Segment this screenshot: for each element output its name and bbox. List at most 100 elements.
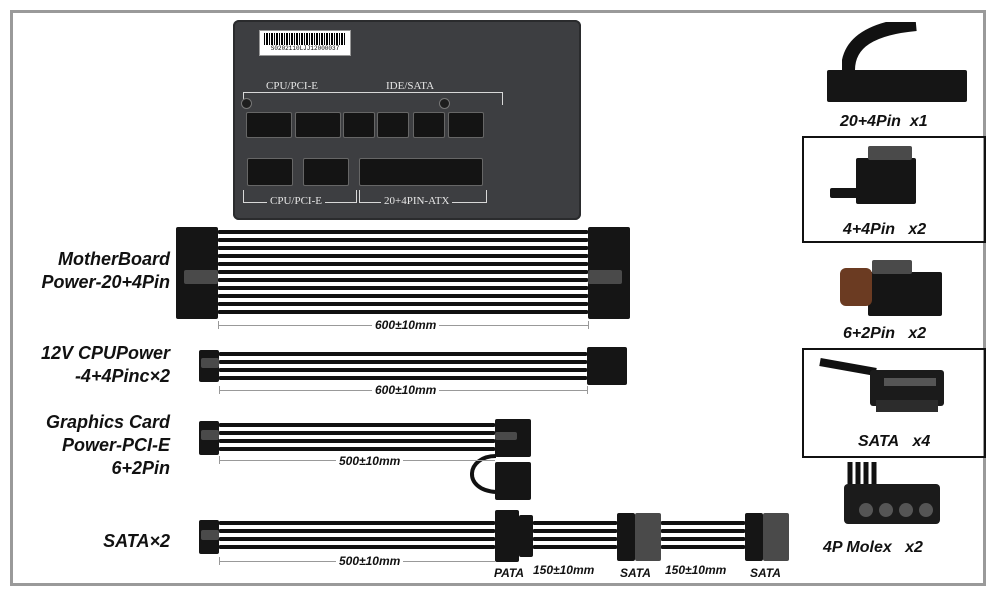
wire-bundle-icon [840, 268, 872, 306]
connector-name: 4P Molex [823, 539, 892, 556]
wire [219, 431, 495, 435]
motherboard-length: 600±10mm [372, 318, 440, 332]
connector-sata-1 [617, 513, 635, 561]
wire [218, 254, 588, 258]
label-cpu-pcie-bottom: CPU/PCI-E [267, 195, 325, 207]
label-line: 12V CPUPower [40, 343, 170, 363]
cable-label-motherboard: MotherBoard Power-20+4Pin [10, 248, 170, 294]
label-molex: 4P Molex x2 [823, 539, 923, 557]
connector-wire [830, 188, 860, 198]
port-sata-3 [413, 112, 445, 138]
screw-icon [439, 98, 450, 109]
cable-label-sata: SATA×2 [10, 530, 170, 553]
cpu-length: 600±10mm [372, 383, 440, 397]
pata-label: PATA [494, 566, 524, 580]
wire [219, 545, 495, 549]
connector-qty: x2 [905, 539, 923, 556]
molex-connector-icon [844, 462, 940, 524]
connector-latch [868, 146, 912, 160]
connector-name: 6+2Pin [843, 325, 896, 342]
dimension-tick [219, 557, 220, 565]
connector-latch [588, 270, 622, 284]
connector-latch [184, 270, 218, 284]
connector-20-4pin-icon [827, 70, 967, 102]
label-cpu-pcie-top: CPU/PCI-E [263, 80, 321, 92]
wire [533, 537, 617, 541]
port-cpu-pcie-1 [246, 112, 292, 138]
cable-label-cpu: 12V CPUPower -4+4Pinc×2 [10, 342, 170, 388]
connector-4-4pin-icon [856, 158, 916, 204]
wire [219, 352, 587, 356]
wire [219, 360, 587, 364]
connector-sata-2-body [763, 513, 789, 561]
wire [218, 270, 588, 274]
port-sata-4 [448, 112, 484, 138]
wire [219, 376, 587, 380]
wire [661, 545, 745, 549]
connector-pata-housing [519, 515, 533, 557]
label-line: Graphics Card [45, 412, 170, 432]
port-cpu-pcie-3 [247, 158, 293, 186]
wire [218, 286, 588, 290]
wire [533, 545, 617, 549]
wire [218, 246, 588, 250]
label-line: MotherBoard [58, 249, 170, 269]
box-sata [802, 348, 986, 458]
connector-qty: x2 [908, 221, 927, 238]
wire [533, 529, 617, 533]
dimension-tick [218, 321, 219, 329]
wire [219, 439, 495, 443]
connector-latch [872, 260, 912, 274]
barcode-number: S0202110LJJ12000037 [270, 45, 340, 52]
connector-latch [495, 432, 517, 440]
image-frame [10, 10, 986, 586]
connector-pcie-2pin [495, 462, 531, 500]
connector-sata-1-body [635, 513, 661, 561]
port-cpu-pcie-4 [303, 158, 349, 186]
wire [218, 230, 588, 234]
connector-sata-2 [745, 513, 763, 561]
sata-connector-icon [819, 358, 944, 412]
port-atx-24pin [359, 158, 483, 186]
label-20-4pin: 20+4Pin x1 [840, 113, 928, 131]
connector-name: 4+4Pin [843, 221, 896, 238]
barcode-sticker: S0202110LJJ12000037 [259, 30, 351, 56]
dimension-tick [219, 456, 220, 464]
wire [218, 278, 588, 282]
wire [218, 294, 588, 298]
connector-qty: x1 [909, 113, 928, 130]
psu-modular-panel: S0202110LJJ12000037 CPU/PCI-E IDE/SATA C… [233, 20, 581, 220]
port-cpu-pcie-2 [295, 112, 341, 138]
wire [219, 368, 587, 372]
connector-pata [495, 510, 519, 562]
wire [219, 529, 495, 533]
top-bracket [243, 92, 503, 105]
dimension-tick [588, 321, 589, 329]
connector-qty: x2 [908, 325, 927, 342]
connector-right [587, 347, 627, 385]
cable-label-graphics: Graphics Card Power-PCI-E 6+2Pin [10, 411, 170, 480]
dimension-tick [219, 386, 220, 394]
label-line: -4+4Pinc×2 [74, 366, 170, 386]
connector-6-2pin-icon [868, 272, 942, 316]
connector-latch [201, 530, 219, 540]
wire [219, 521, 495, 525]
sata-1-label: SATA [620, 566, 651, 580]
wire [533, 521, 617, 525]
screw-icon [241, 98, 252, 109]
sata-2-label: SATA [750, 566, 781, 580]
sata-segment-1-length: 150±10mm [533, 563, 595, 577]
label-sata: SATA x4 [858, 433, 930, 451]
wire [218, 310, 588, 314]
sata-length: 500±10mm [336, 554, 404, 568]
wire [218, 262, 588, 266]
connector-name: SATA [858, 433, 900, 450]
box-4-4pin [802, 136, 986, 243]
wire [661, 529, 745, 533]
wire [218, 238, 588, 242]
dimension-tick [587, 386, 588, 394]
port-sata-1 [343, 112, 375, 138]
label-line: Power-20+4Pin [41, 272, 170, 292]
connector-latch [201, 430, 219, 440]
label-6-2pin: 6+2Pin x2 [843, 325, 926, 343]
